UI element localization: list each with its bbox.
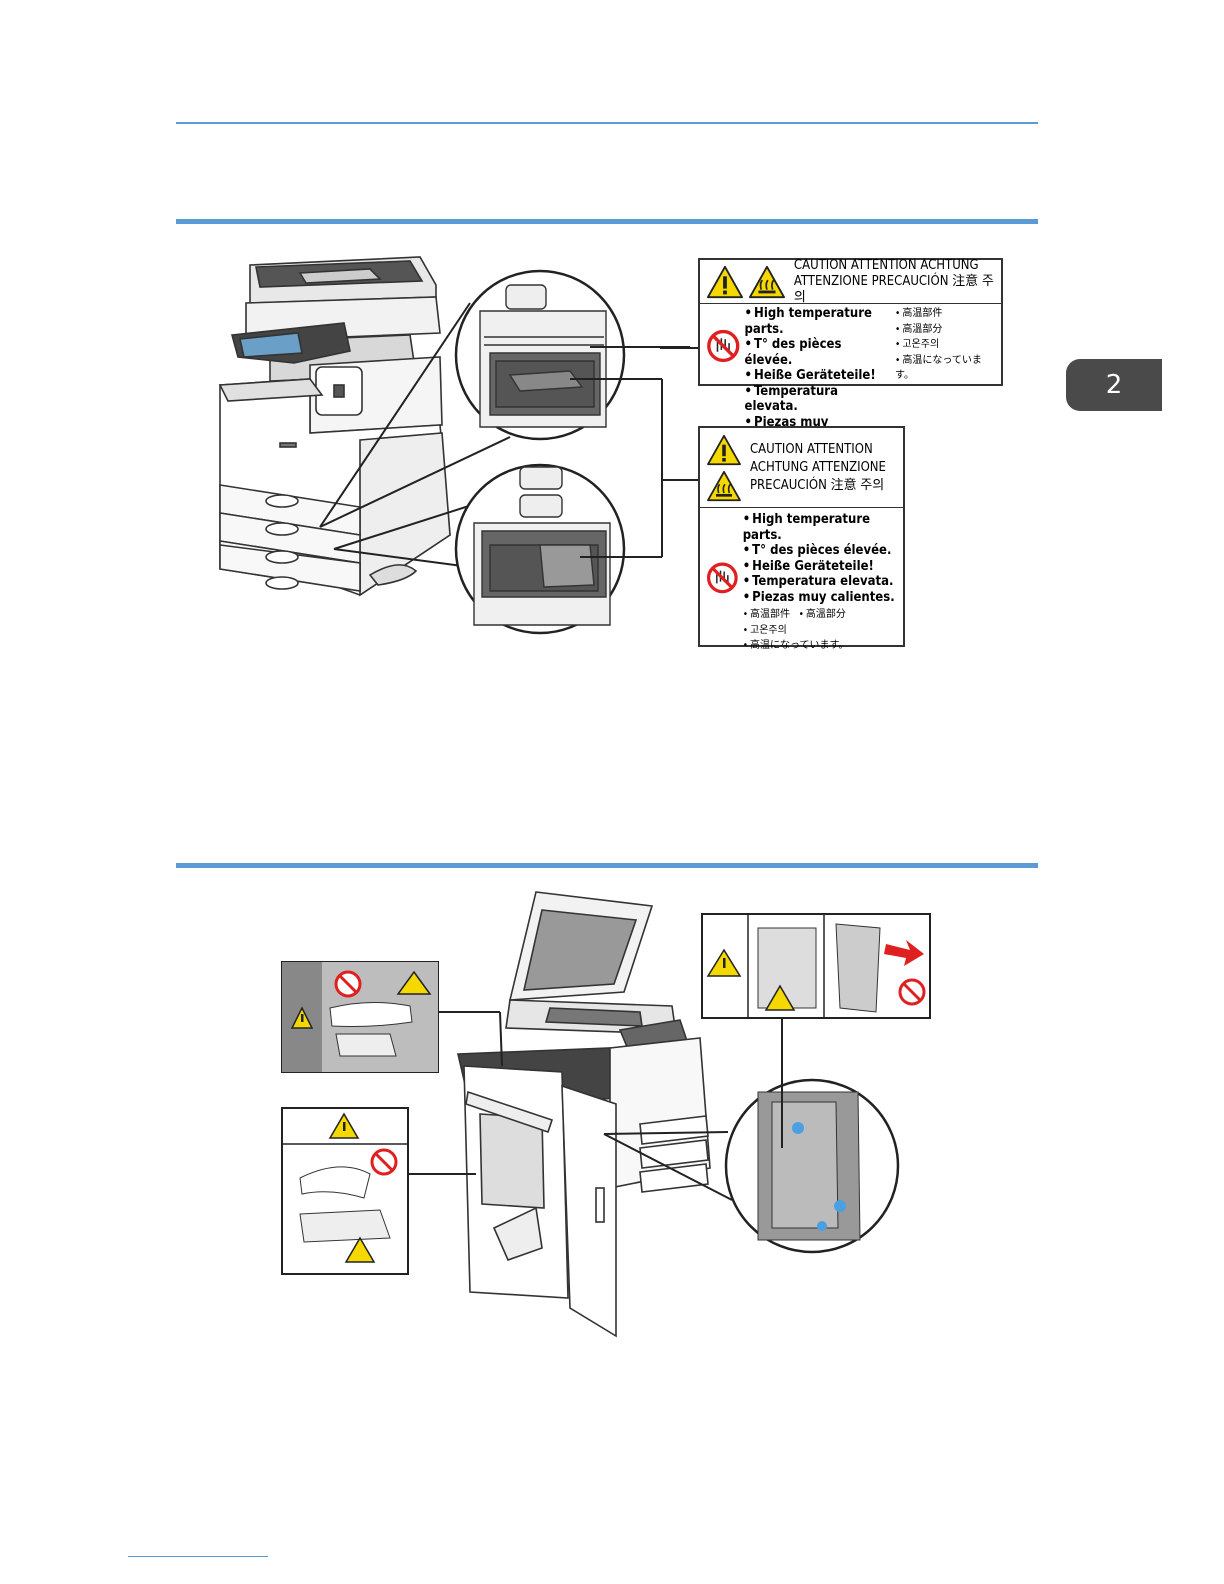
warning-triangle-icon	[706, 265, 744, 298]
warning-triangle-icon	[707, 434, 741, 465]
chapter-tab[interactable]: 2	[1066, 359, 1162, 411]
label1-bullet-zh-tw: 高溫部分	[895, 322, 997, 338]
label1-bullet-it: Temperatura elevata.	[745, 384, 891, 415]
label2-bullet-ko: 고온주의	[743, 625, 787, 636]
label1-bullet-en: High temperature parts.	[745, 306, 891, 337]
label1-bullet-de: Heiße Geräteteile!	[745, 368, 891, 384]
chapter-number: 2	[1105, 370, 1123, 400]
label1-bullet-zh-cn: 高温部件	[895, 306, 997, 322]
hot-surface-icon	[748, 265, 785, 298]
label2-bullet-zh-cn: 高温部件	[743, 609, 790, 620]
connector-lines	[660, 347, 700, 481]
label1-header-line1: CAUTION ATTENTION ACHTUNG	[793, 257, 979, 273]
top-rule	[176, 122, 1038, 124]
label1-bullet-fr: T° des pièces élevée.	[745, 337, 891, 368]
section-rule-2	[176, 863, 1038, 868]
label1-bullet-ko: 고온주의	[895, 337, 997, 353]
inset-hand-on-tray	[281, 961, 439, 1073]
inset-side-door	[701, 913, 931, 1019]
label2-header-line2: ACHTUNG ATTENZIONE	[750, 459, 886, 475]
no-touch-icon	[706, 562, 738, 594]
label2-header-line3: PRECAUCIÓN 注意 주의	[750, 477, 885, 493]
caution-label-wide: CAUTION ATTENTION ACHTUNG ATTENZIONE PRE…	[698, 257, 1003, 445]
label2-bullet-zh-tw: 高溫部分	[799, 609, 846, 620]
hot-surface-icon	[707, 470, 741, 501]
label1-header-line2: ATTENZIONE PRECAUCIÓN 注意 주의	[793, 273, 994, 305]
caution-label-tall: CAUTION ATTENTION ACHTUNG ATTENZIONE PRE…	[698, 426, 905, 651]
label2-bullet-it: Temperatura elevata.	[743, 574, 899, 590]
printer-illustration	[218, 256, 690, 635]
section-rule-1	[176, 219, 1038, 224]
label2-bullet-de: Heiße Geräteteile!	[743, 559, 899, 575]
footer-rule	[128, 1556, 268, 1557]
inset-hand-in-staple	[281, 1107, 409, 1275]
label2-header-line1: CAUTION ATTENTION	[750, 441, 873, 457]
no-touch-icon	[707, 329, 740, 363]
finisher-illustration	[281, 891, 931, 1338]
label2-bullet-en: High temperature parts.	[743, 512, 899, 543]
label2-bullet-es: Piezas muy calientes.	[743, 590, 899, 606]
label2-bullet-fr: T° des pièces élevée.	[743, 543, 899, 559]
label1-bullet-ja: 高温になっています。	[895, 353, 997, 384]
label2-bullet-ja: 高温になっています。	[743, 640, 849, 651]
